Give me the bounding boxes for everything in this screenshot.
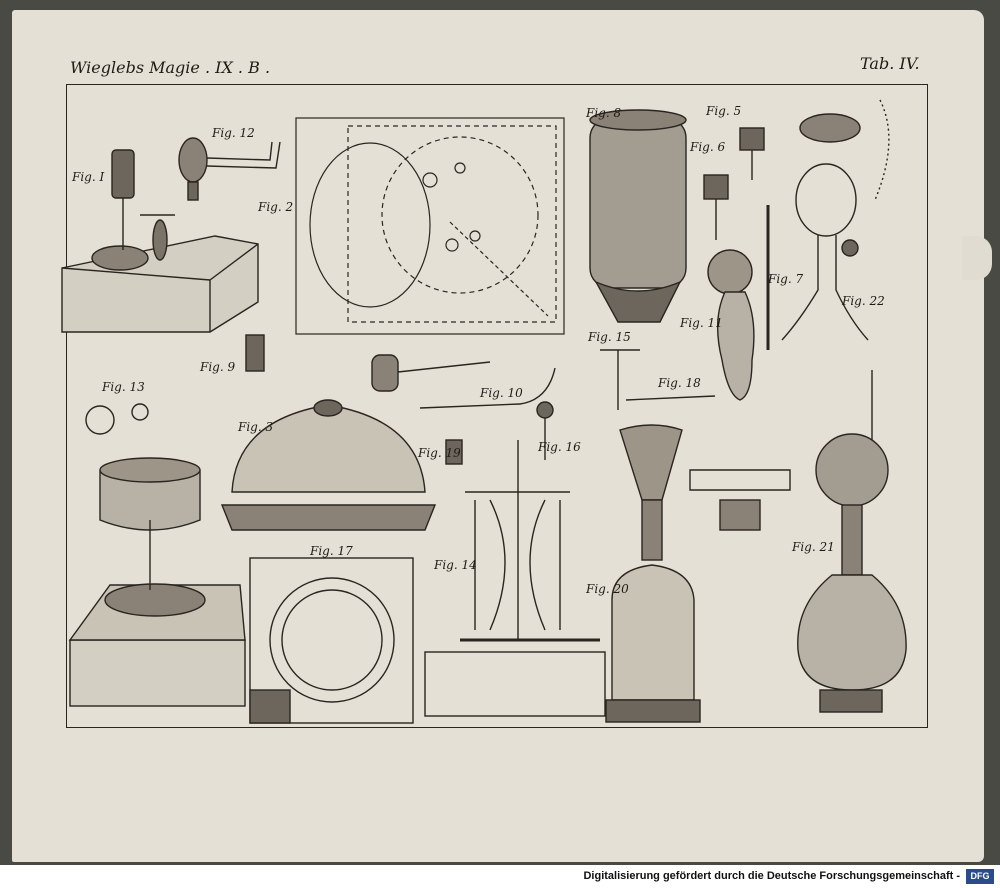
fig5-label: Fig. 5 bbox=[706, 104, 742, 118]
fig15-label: Fig. 15 bbox=[588, 330, 631, 344]
fig7-label: Fig. 7 bbox=[768, 272, 804, 286]
fig11-label: Fig. 11 bbox=[680, 316, 723, 330]
fig15-18-drawing bbox=[600, 349, 716, 410]
fig2-label: Fig. 2 bbox=[258, 200, 294, 214]
fig9-label: Fig. 9 bbox=[200, 360, 236, 374]
fig8-label: Fig. 8 bbox=[586, 106, 622, 120]
fig14-drawing bbox=[424, 440, 606, 717]
footer-credit: Digitalisierung gefördert durch die Deut… bbox=[583, 870, 960, 882]
footer-bar: Digitalisierung gefördert durch die Deut… bbox=[0, 865, 1000, 888]
fig20-label: Fig. 20 bbox=[586, 582, 629, 596]
fig10-drawing bbox=[371, 354, 556, 409]
fig8-drawing bbox=[589, 109, 687, 323]
fig19-label: Fig. 19 bbox=[418, 446, 461, 460]
fig5-6-drawing bbox=[703, 127, 765, 240]
fig1-drawing bbox=[61, 149, 259, 333]
plate-header-left: Wieglebs Magie . IX . B . bbox=[70, 58, 271, 77]
fig12-label: Fig. 12 bbox=[212, 126, 255, 140]
fig10-label: Fig. 10 bbox=[480, 386, 523, 400]
fig6-label: Fig. 6 bbox=[690, 140, 726, 154]
fig17-drawing bbox=[249, 557, 414, 724]
plate-page bbox=[12, 10, 984, 862]
fig20-drawing bbox=[605, 424, 791, 723]
plate-frame bbox=[66, 84, 928, 728]
page-tab bbox=[962, 236, 992, 280]
fig1-label: Fig. I bbox=[72, 170, 105, 184]
fig22-label: Fig. 22 bbox=[842, 294, 885, 308]
fig13-label: Fig. 13 bbox=[102, 380, 145, 394]
plate-header-right: Tab. IV. bbox=[860, 54, 920, 73]
fig21-label: Fig. 21 bbox=[792, 540, 835, 554]
fig22-drawing bbox=[781, 99, 890, 341]
fig2-drawing bbox=[295, 117, 565, 335]
fig17-label: Fig. 17 bbox=[310, 544, 353, 558]
fig21-drawing bbox=[797, 370, 907, 713]
fig16-19-drawing bbox=[445, 401, 554, 465]
fig3-drawing bbox=[220, 334, 437, 531]
fig3-label: Fig. 3 bbox=[238, 420, 274, 434]
fig12-drawing bbox=[178, 137, 281, 201]
fig11-drawing bbox=[707, 205, 770, 401]
fig18-label: Fig. 18 bbox=[658, 376, 701, 390]
fig13-drawing bbox=[68, 403, 246, 707]
fig14-label: Fig. 14 bbox=[434, 558, 477, 572]
fig16-label: Fig. 16 bbox=[538, 440, 581, 454]
dfg-logo: DFG bbox=[966, 869, 994, 884]
engraving-illustrations bbox=[61, 99, 907, 724]
